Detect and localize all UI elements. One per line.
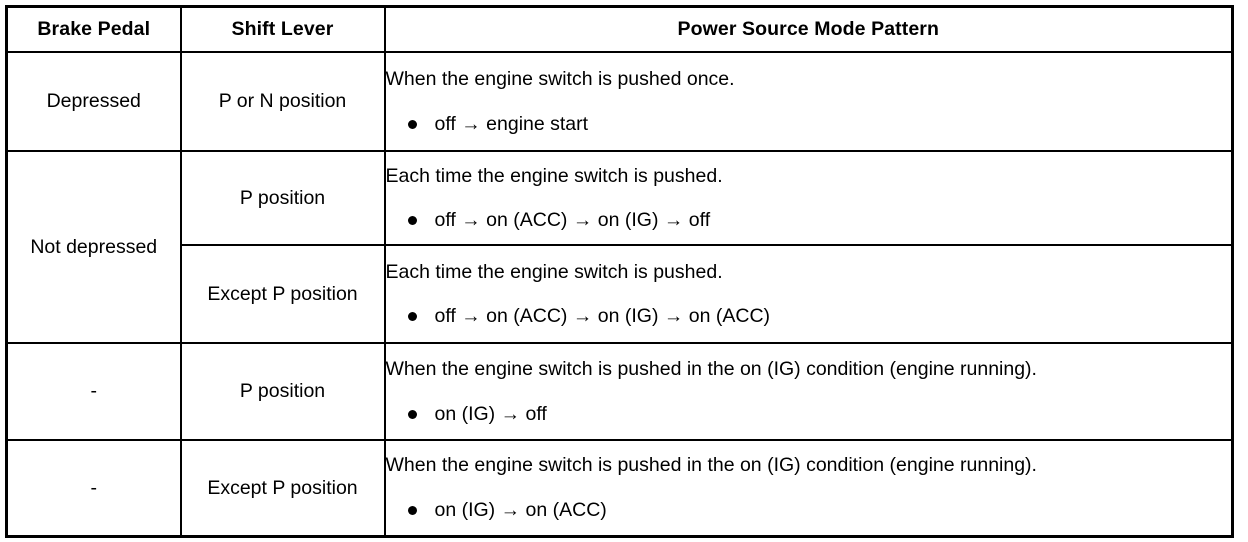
header-power-source-mode-pattern: Power Source Mode Pattern xyxy=(383,5,1234,53)
pattern-list: off → engine start xyxy=(386,113,1232,135)
table-row: - P position When the engine switch is p… xyxy=(5,342,1234,441)
table-row: - Except P position When the engine swit… xyxy=(5,439,1234,537)
bullet-icon xyxy=(407,119,417,129)
cell-power-source-mode-pattern: When the engine switch is pushed in the … xyxy=(383,439,1234,537)
cell-shift-lever: Except P position xyxy=(179,439,386,537)
table-row: Not depressed P position Each time the e… xyxy=(5,150,1234,344)
pattern-item-text: off → engine start xyxy=(434,112,589,135)
pattern-heading: When the engine switch is pushed once. xyxy=(385,68,735,91)
table-row: Depressed P or N position When the engin… xyxy=(5,51,1234,152)
power-source-mode-table: Brake Pedal Shift Lever Power Source Mod… xyxy=(5,5,1234,538)
cell-power-source-mode-pattern: When the engine switch is pushed in the … xyxy=(383,342,1234,441)
table-row: Except P position Each time the engine s… xyxy=(7,244,1234,344)
pattern-item-text: off → on (ACC) → on (IG) → on (ACC) xyxy=(434,305,771,327)
bullet-icon xyxy=(407,505,417,515)
table-body: Depressed P or N position When the engin… xyxy=(5,51,1234,537)
header-brake-pedal: Brake Pedal xyxy=(5,5,182,53)
cell-brake-pedal: - xyxy=(5,342,182,441)
pattern-heading: When the engine switch is pushed in the … xyxy=(385,358,1037,381)
bullet-icon xyxy=(407,216,417,226)
cell-power-source-mode-pattern: When the engine switch is pushed once. o… xyxy=(383,51,1234,152)
cell-power-source-mode-pattern: Each time the engine switch is pushed. o… xyxy=(383,244,1234,344)
pattern-list-item: off → on (ACC) → on (IG) → off xyxy=(386,209,1232,231)
pattern-list-item: on (IG) → off xyxy=(386,403,1232,425)
pattern-item-text: on (IG) → on (ACC) xyxy=(434,498,607,521)
cell-brake-pedal: Not depressed xyxy=(5,150,182,344)
cell-shift-lever: P position xyxy=(179,342,386,441)
cell-shift-lever: P or N position xyxy=(179,51,386,152)
pattern-list: on (IG) → off xyxy=(386,403,1232,425)
pattern-heading: When the engine switch is pushed in the … xyxy=(385,454,1037,477)
bullet-icon xyxy=(407,409,417,419)
cell-power-source-mode-pattern: Each time the engine switch is pushed. o… xyxy=(383,150,1234,246)
table-header: Brake Pedal Shift Lever Power Source Mod… xyxy=(5,5,1234,53)
power-source-mode-table-container: Brake Pedal Shift Lever Power Source Mod… xyxy=(5,5,1234,538)
pattern-item-text: off → on (ACC) → on (IG) → off xyxy=(434,209,711,231)
pattern-list-item: off → on (ACC) → on (IG) → on (ACC) xyxy=(386,305,1232,327)
pattern-list: off → on (ACC) → on (IG) → on (ACC) xyxy=(386,305,1232,327)
cell-shift-lever: P position xyxy=(179,150,386,246)
cell-brake-pedal: - xyxy=(5,439,182,537)
pattern-list-item: on (IG) → on (ACC) xyxy=(386,499,1232,521)
pattern-heading: Each time the engine switch is pushed. xyxy=(385,164,723,187)
pattern-list: off → on (ACC) → on (IG) → off xyxy=(386,209,1232,231)
pattern-list-item: off → engine start xyxy=(386,113,1232,135)
pattern-item-text: on (IG) → off xyxy=(434,402,547,425)
pattern-list: on (IG) → on (ACC) xyxy=(386,499,1232,521)
table-header-row: Brake Pedal Shift Lever Power Source Mod… xyxy=(5,5,1234,53)
cell-brake-pedal: Depressed xyxy=(5,51,182,152)
bullet-icon xyxy=(407,312,417,322)
cell-shift-lever: Except P position xyxy=(179,244,386,344)
header-shift-lever: Shift Lever xyxy=(179,5,386,53)
pattern-heading: Each time the engine switch is pushed. xyxy=(385,260,723,283)
